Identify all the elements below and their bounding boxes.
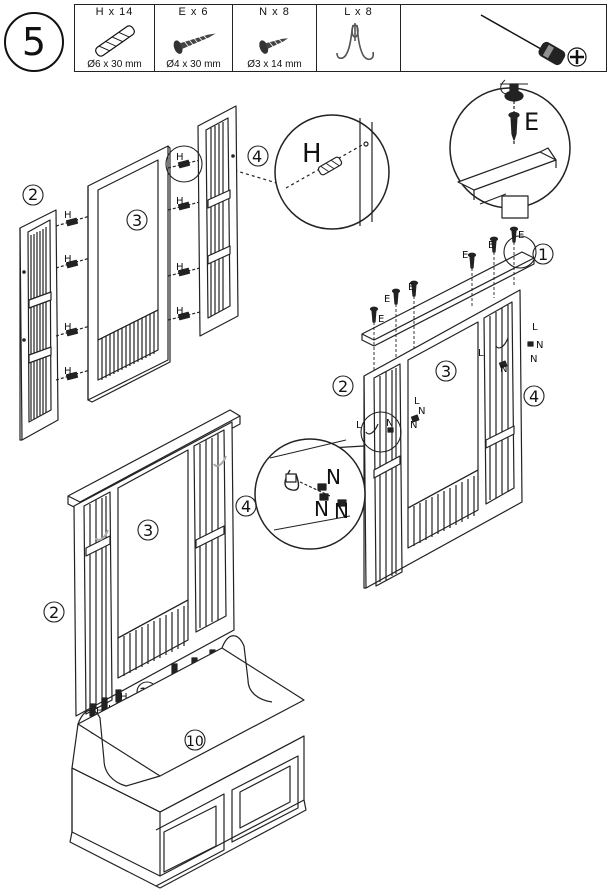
part-dim: Ø4 x 30 mm	[166, 59, 221, 70]
hook-screw-label: N	[500, 364, 507, 375]
part-qty: L x 8	[344, 6, 373, 18]
part-label-1: 1	[538, 245, 548, 264]
step-number-badge: 5	[4, 12, 64, 72]
side-panel-right	[197, 105, 239, 337]
dowel-icon	[95, 25, 135, 57]
hook-screw-label: N	[410, 420, 417, 431]
screw-label: E	[462, 250, 468, 261]
part-label-4: 4	[252, 147, 262, 166]
hook-screw-label: N	[418, 406, 425, 417]
dowel-markers-left	[65, 159, 191, 381]
screw-label: E	[488, 240, 494, 251]
wood-screw-icon	[173, 33, 216, 54]
assembly-view-right: 1 E E E E E E	[235, 226, 554, 589]
dowel-label: H	[120, 692, 128, 703]
part-label-2-right: 2	[338, 377, 348, 396]
dowel-label: H	[176, 196, 184, 207]
part-cell-wood-screw: E x 6 Ø4 x 30 mm	[155, 5, 233, 71]
part-label-10: 10	[186, 734, 204, 750]
hook-screw-label: N	[386, 418, 393, 429]
detail-magnifier-hook: N N N	[254, 438, 366, 550]
screw-letter-labels: E E E E E E	[378, 230, 524, 325]
part-label-4-detail: 4	[241, 497, 251, 516]
detail-label-N-2: N	[314, 497, 329, 521]
dowel-label: H	[176, 262, 184, 273]
detail-label-E: E	[524, 108, 539, 136]
part-label-3: 3	[132, 211, 142, 230]
hook-screw-label: N	[530, 354, 537, 365]
part-cell-coat-hook: L x 8	[317, 5, 401, 71]
center-frame-panel	[87, 145, 171, 403]
part-cell-short-screw: N x 8 Ø3 x 14 mm	[233, 5, 317, 71]
part-cell-dowel: H x 14 Ø6 x 30 mm	[75, 5, 155, 71]
tool-cell	[401, 5, 606, 71]
exploded-view-top-left: 2 H H H H H	[19, 105, 390, 441]
screw-label: E	[408, 282, 414, 293]
dowel-label: H	[64, 322, 72, 333]
part-qty: N x 8	[259, 6, 290, 18]
screw-label: E	[384, 294, 390, 305]
hook-label: L	[356, 420, 362, 431]
part-label-2: 2	[28, 185, 38, 204]
hook-label: L	[414, 396, 420, 407]
part-dim: Ø6 x 30 mm	[87, 59, 142, 70]
screw-guide-lines	[373, 242, 515, 372]
dowel-label: H	[176, 306, 184, 317]
top-screws-E	[369, 226, 519, 323]
assembly-view-bottom: 3 2 H H H H H H	[43, 409, 307, 889]
part-label-4-right: 4	[529, 387, 539, 406]
part-qty: E x 6	[178, 6, 209, 18]
hook-letter-labels: L L N N N L L N N N	[356, 322, 543, 431]
dowel-label: H	[176, 152, 184, 163]
detail-magnifier-dowel: H	[274, 114, 390, 230]
screw-label: E	[518, 230, 524, 241]
coat-hook-icon	[336, 23, 375, 61]
storage-bench	[69, 635, 307, 889]
hook-screw-label: N	[536, 340, 543, 351]
screw-label: E	[378, 314, 384, 325]
dowel-label: H	[64, 254, 72, 265]
detail-magnifier-screw: E	[449, 79, 571, 219]
dowel-label: H	[96, 706, 104, 717]
detail-label-N: N	[326, 465, 341, 489]
dowel-label: H	[64, 210, 72, 221]
part-label-2-bottom: 2	[49, 603, 59, 622]
side-panel-left	[19, 209, 59, 441]
phillips-screwdriver-icon	[480, 14, 587, 67]
part-qty: H x 14	[95, 6, 134, 18]
hook-markers-right	[365, 337, 534, 435]
dowel-label: H	[64, 366, 72, 377]
detail-label-H: H	[302, 139, 322, 169]
detail-label-N-3: N	[334, 499, 349, 523]
hook-label: L	[478, 348, 484, 359]
part-label-3-bottom: 3	[143, 521, 153, 540]
part-dim: Ø3 x 14 mm	[247, 59, 302, 70]
hook-label: L	[532, 322, 538, 333]
dowel-letter-labels: H H H H H H H H	[64, 152, 184, 377]
parts-list-table: H x 14 Ø6 x 30 mm E x 6 Ø4 x 30 mm N	[74, 4, 607, 72]
part-label-3-right: 3	[441, 362, 451, 381]
short-screw-icon	[259, 38, 289, 54]
step-number: 5	[21, 20, 47, 64]
